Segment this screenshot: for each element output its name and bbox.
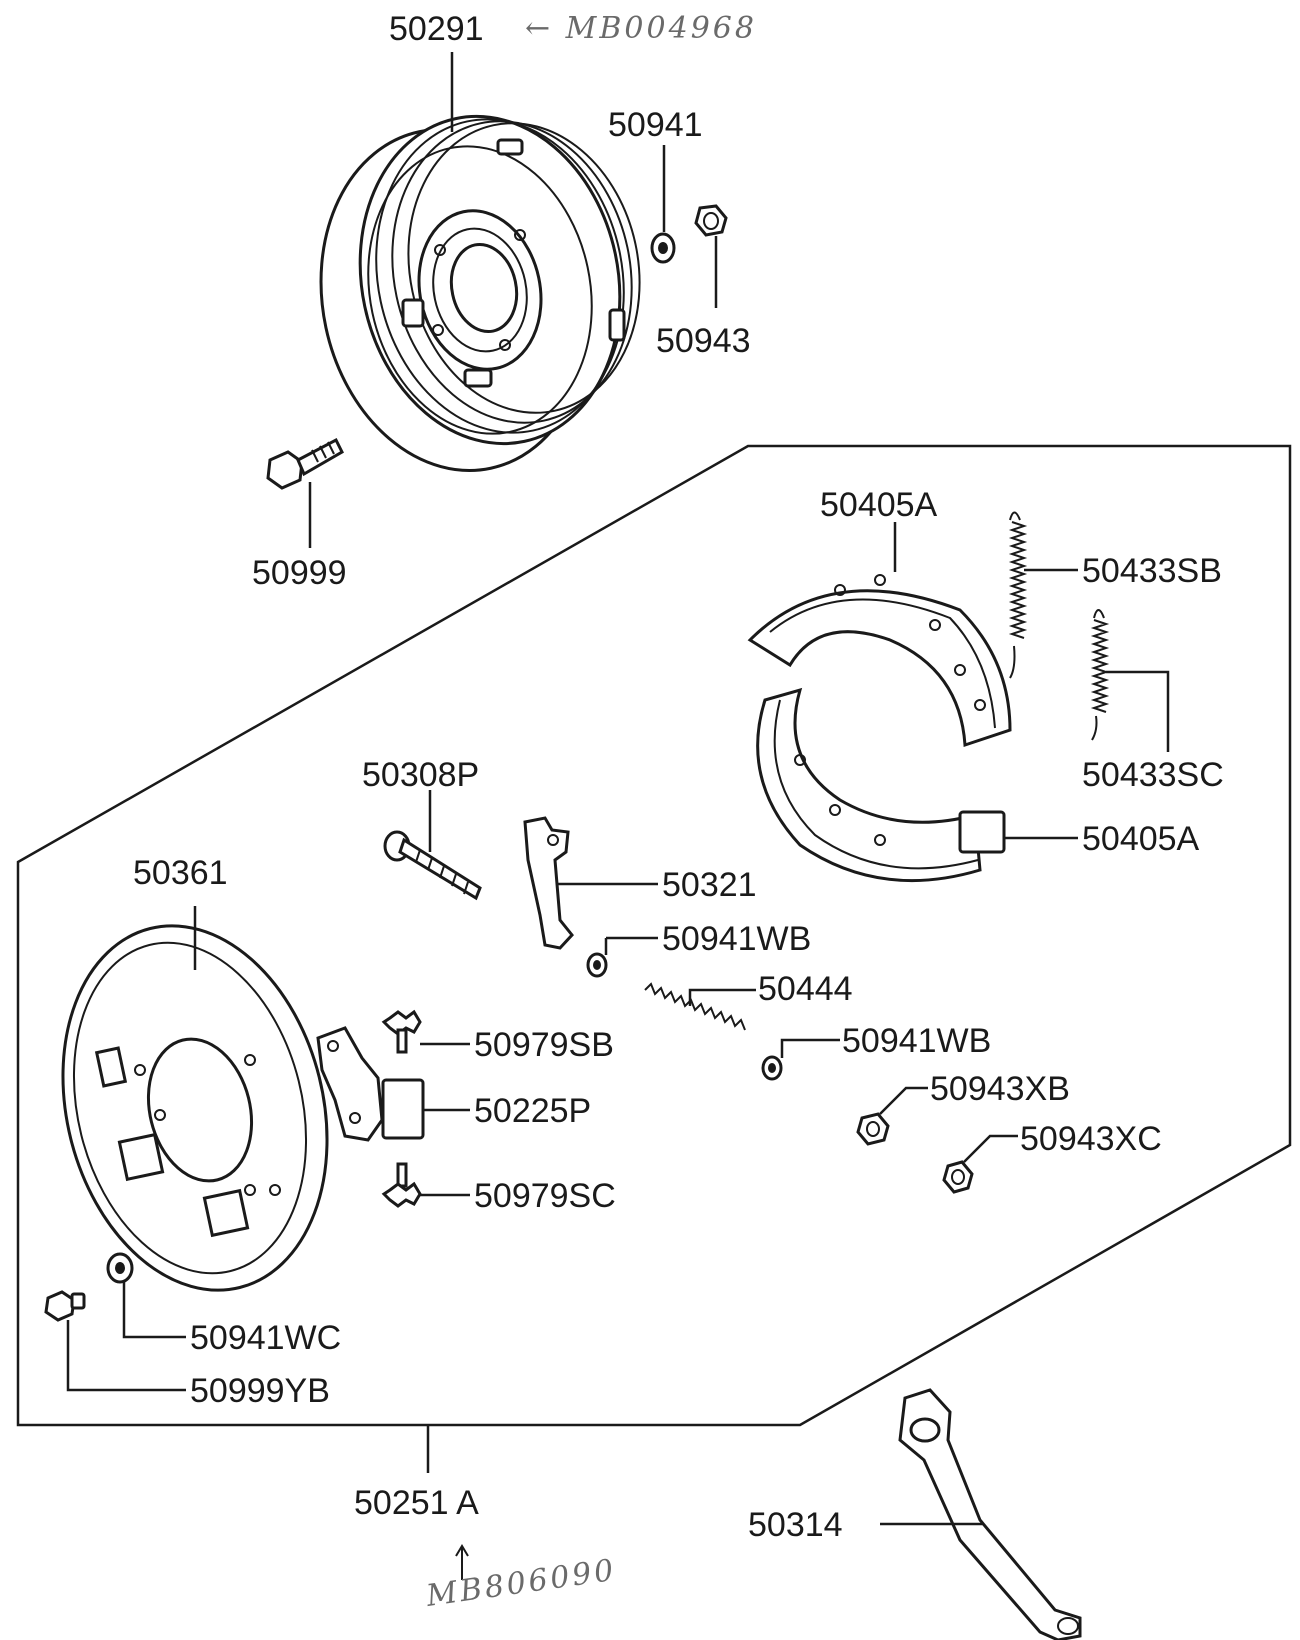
label-50941wb-1: 50941WB (662, 920, 811, 958)
label-50943xb: 50943XB (930, 1070, 1070, 1108)
label-50433sc: 50433SC (1082, 756, 1224, 794)
bracket-50225p (316, 1026, 425, 1142)
handwritten-arrowhead (455, 1544, 469, 1557)
screw-50979sc (381, 1162, 422, 1208)
nut-50943 (694, 204, 728, 237)
label-50979sc: 50979SC (474, 1177, 616, 1215)
label-50941wb-2: 50941WB (842, 1022, 991, 1060)
leader-50433sc (1106, 670, 1170, 752)
spring-50433sc (1090, 609, 1110, 741)
lever-arm-50314 (898, 1388, 1082, 1640)
label-50321: 50321 (662, 866, 757, 904)
label-50251a: 50251 A (354, 1484, 479, 1522)
brake-shoe-lower (756, 687, 1006, 883)
nut-50943xb (856, 1112, 890, 1146)
label-50405a-top: 50405A (820, 486, 938, 524)
label-50999yb: 50999YB (190, 1372, 330, 1410)
spring-50444 (644, 982, 746, 1031)
leader-50941wc (122, 1282, 186, 1339)
screw-50979sb (381, 1009, 422, 1054)
bolt-50999 (266, 437, 344, 490)
label-50433sb: 50433SB (1082, 552, 1222, 590)
assembly-outline (16, 444, 1292, 1427)
label-50308p: 50308P (362, 756, 479, 794)
brake-shoe-upper (747, 574, 1012, 748)
label-50979sb: 50979SB (474, 1026, 614, 1064)
label-50225p: 50225P (474, 1092, 591, 1130)
washer-50941wc (106, 1252, 134, 1284)
label-50314: 50314 (748, 1506, 843, 1544)
label-50943xc: 50943XC (1020, 1120, 1162, 1158)
label-50444: 50444 (758, 970, 853, 1008)
label-50941: 50941 (608, 106, 703, 144)
washer-50941wb-1 (586, 952, 608, 978)
label-50291: 50291 (389, 10, 484, 48)
handwritten-note-top: ← MB004968 (525, 11, 757, 46)
backing-plate (61, 924, 329, 1292)
brake-drum (319, 114, 641, 472)
label-50999: 50999 (252, 554, 347, 592)
leader-50444-line (688, 988, 756, 1006)
nut-50943xc (942, 1160, 974, 1194)
label-50941wc: 50941WC (190, 1319, 341, 1357)
lever-50321 (523, 816, 574, 950)
leader-50943xb (879, 1086, 928, 1115)
label-50361: 50361 (133, 854, 228, 892)
bolt-50308p (383, 830, 482, 901)
label-50943: 50943 (656, 322, 751, 360)
leader-50941wb-2 (780, 1038, 840, 1058)
spring-50433sb (1008, 511, 1028, 679)
leader-50943xc (963, 1134, 1018, 1163)
handwritten-note-bottom: MB806090 (423, 1553, 618, 1614)
leader-50999yb (66, 1320, 186, 1392)
washer-50941wb-2 (761, 1055, 783, 1081)
label-50405a-bottom: 50405A (1082, 820, 1200, 858)
bolt-50999yb (44, 1290, 86, 1322)
washer-50941 (650, 232, 676, 264)
